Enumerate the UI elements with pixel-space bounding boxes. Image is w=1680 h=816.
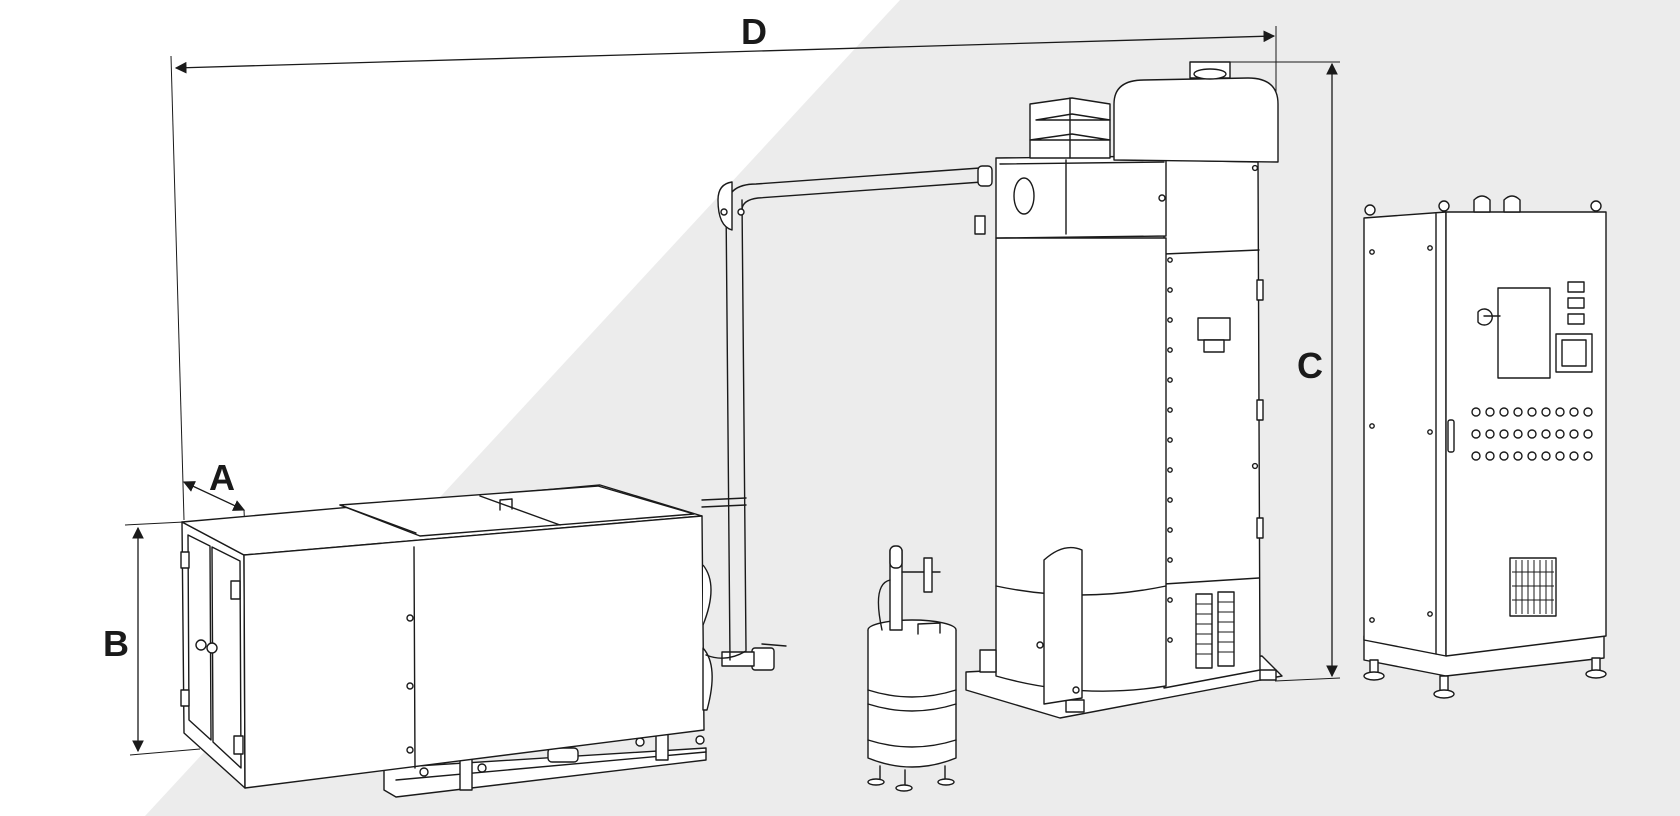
- boiler-tower: [965, 61, 1283, 719]
- cabinet-buttons: [1471, 407, 1593, 461]
- cabinet-grille: [1509, 557, 1557, 617]
- dimension-label-b: B: [103, 623, 129, 664]
- dimension-label-a: A: [209, 457, 235, 498]
- dimension-label-c: C: [1297, 345, 1323, 386]
- cabinet-rivets: [1167, 257, 1173, 643]
- cabinet-vents: [1195, 591, 1235, 669]
- tank-unit: [180, 484, 787, 798]
- control-cabinet: [1363, 195, 1607, 699]
- small-tank: [867, 545, 957, 792]
- connecting-pipe: [701, 165, 993, 661]
- dimension-label-d: D: [741, 11, 767, 52]
